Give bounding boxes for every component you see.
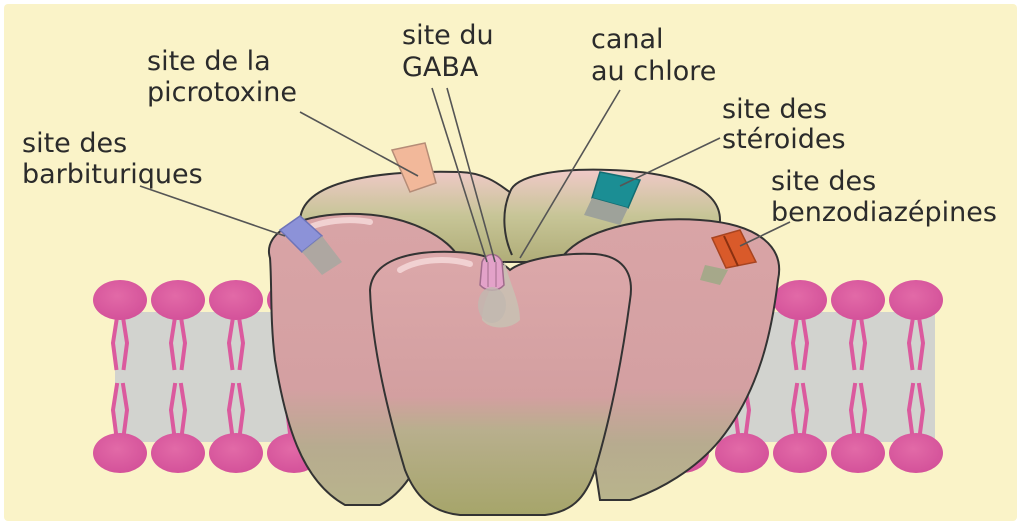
lipid-head — [151, 433, 205, 473]
lipid-head — [209, 433, 263, 473]
label-picrotoxine: site de la picrotoxine — [147, 46, 297, 108]
label-gaba-line1: site du — [402, 20, 494, 51]
label-steroides-line2: stéroides — [722, 124, 846, 155]
label-barbituriques-line2: barbituriques — [22, 159, 203, 190]
label-gaba-line2: GABA — [402, 52, 479, 83]
lipid-head — [151, 280, 205, 320]
label-canal-line1: canal — [591, 24, 664, 55]
label-barbituriques-line1: site des — [22, 128, 127, 159]
lipid-head — [773, 280, 827, 320]
label-picrotoxine-line2: picrotoxine — [147, 77, 297, 108]
label-steroides: site des stéroides — [722, 94, 846, 155]
lipid-head — [831, 433, 885, 473]
label-steroides-line1: site des — [722, 94, 827, 125]
lipid-head — [889, 280, 943, 320]
lipid-head — [715, 433, 769, 473]
lipid-head — [889, 433, 943, 473]
lipid-head — [773, 433, 827, 473]
lipid-head — [831, 280, 885, 320]
label-picrotoxine-line1: site de la — [147, 46, 271, 77]
lipid-head — [93, 280, 147, 320]
label-benzodiazepines-line2: benzodiazépines — [771, 197, 997, 228]
label-benzodiazepines-line1: site des — [771, 166, 876, 197]
lipid-head — [93, 433, 147, 473]
label-canal-line2: au chlore — [591, 56, 716, 87]
lipid-head — [209, 280, 263, 320]
